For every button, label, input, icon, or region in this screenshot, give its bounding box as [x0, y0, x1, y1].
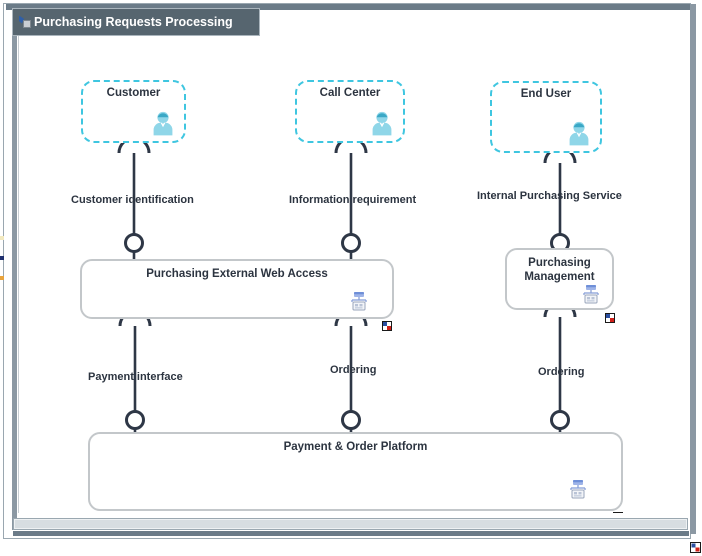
edge-mark-cream — [0, 236, 4, 240]
decomposition-marker[interactable] — [613, 512, 623, 513]
interface-label-internal-purchasing-service: Internal Purchasing Service — [477, 190, 622, 202]
left-rail — [12, 10, 17, 530]
interface-label-ordering-center: Ordering — [330, 364, 377, 376]
diagram-canvas[interactable]: Customer Call Center — [18, 36, 689, 513]
actor-end-user[interactable]: End User — [490, 81, 602, 153]
horizontal-scrollbar-thumb[interactable] — [15, 520, 686, 528]
interface-label-payment-interface: Payment interface — [88, 371, 183, 383]
component-purchasing-external-web-access[interactable]: Purchasing External Web Access — [80, 259, 394, 319]
person-icon — [151, 111, 175, 136]
horizontal-scrollbar[interactable] — [13, 518, 688, 530]
diagram-tab[interactable]: Purchasing Requests Processing — [12, 8, 260, 36]
diagram-icon — [19, 15, 32, 29]
actor-customer-label: Customer — [106, 87, 161, 99]
node-icon — [580, 284, 602, 304]
tab-title: Purchasing Requests Processing — [34, 15, 233, 29]
actor-customer[interactable]: Customer — [81, 80, 186, 143]
bottom-rail — [13, 531, 689, 536]
interface-label-customer-identification: Customer identification — [71, 194, 194, 206]
node-icon — [348, 291, 370, 311]
person-icon — [567, 121, 591, 146]
decomposition-marker[interactable] — [382, 321, 392, 331]
edge-mark-blue — [0, 256, 4, 260]
actor-call-center[interactable]: Call Center — [295, 80, 405, 143]
actor-end-user-label: End User — [520, 88, 572, 100]
component-label: Purchasing Management — [507, 256, 612, 284]
interface-label-ordering-right: Ordering — [538, 366, 585, 378]
component-label-line2: Management — [524, 271, 595, 283]
interface-label-information-requirement: Information requirement — [289, 194, 417, 206]
edge-mark-orange — [0, 276, 4, 280]
decomposition-marker[interactable] — [605, 313, 615, 323]
component-label: Payment & Order Platform — [283, 441, 428, 453]
top-rail — [6, 4, 690, 10]
component-purchasing-management[interactable]: Purchasing Management — [505, 248, 614, 310]
actor-call-center-label: Call Center — [319, 87, 381, 99]
component-label-line1: Purchasing — [528, 257, 591, 269]
person-icon — [370, 111, 394, 136]
node-icon — [567, 479, 589, 499]
component-payment-order-platform[interactable]: Payment & Order Platform — [88, 432, 623, 511]
resize-grip[interactable] — [690, 540, 701, 553]
component-label: Purchasing External Web Access — [146, 268, 328, 280]
right-rail — [690, 4, 696, 534]
